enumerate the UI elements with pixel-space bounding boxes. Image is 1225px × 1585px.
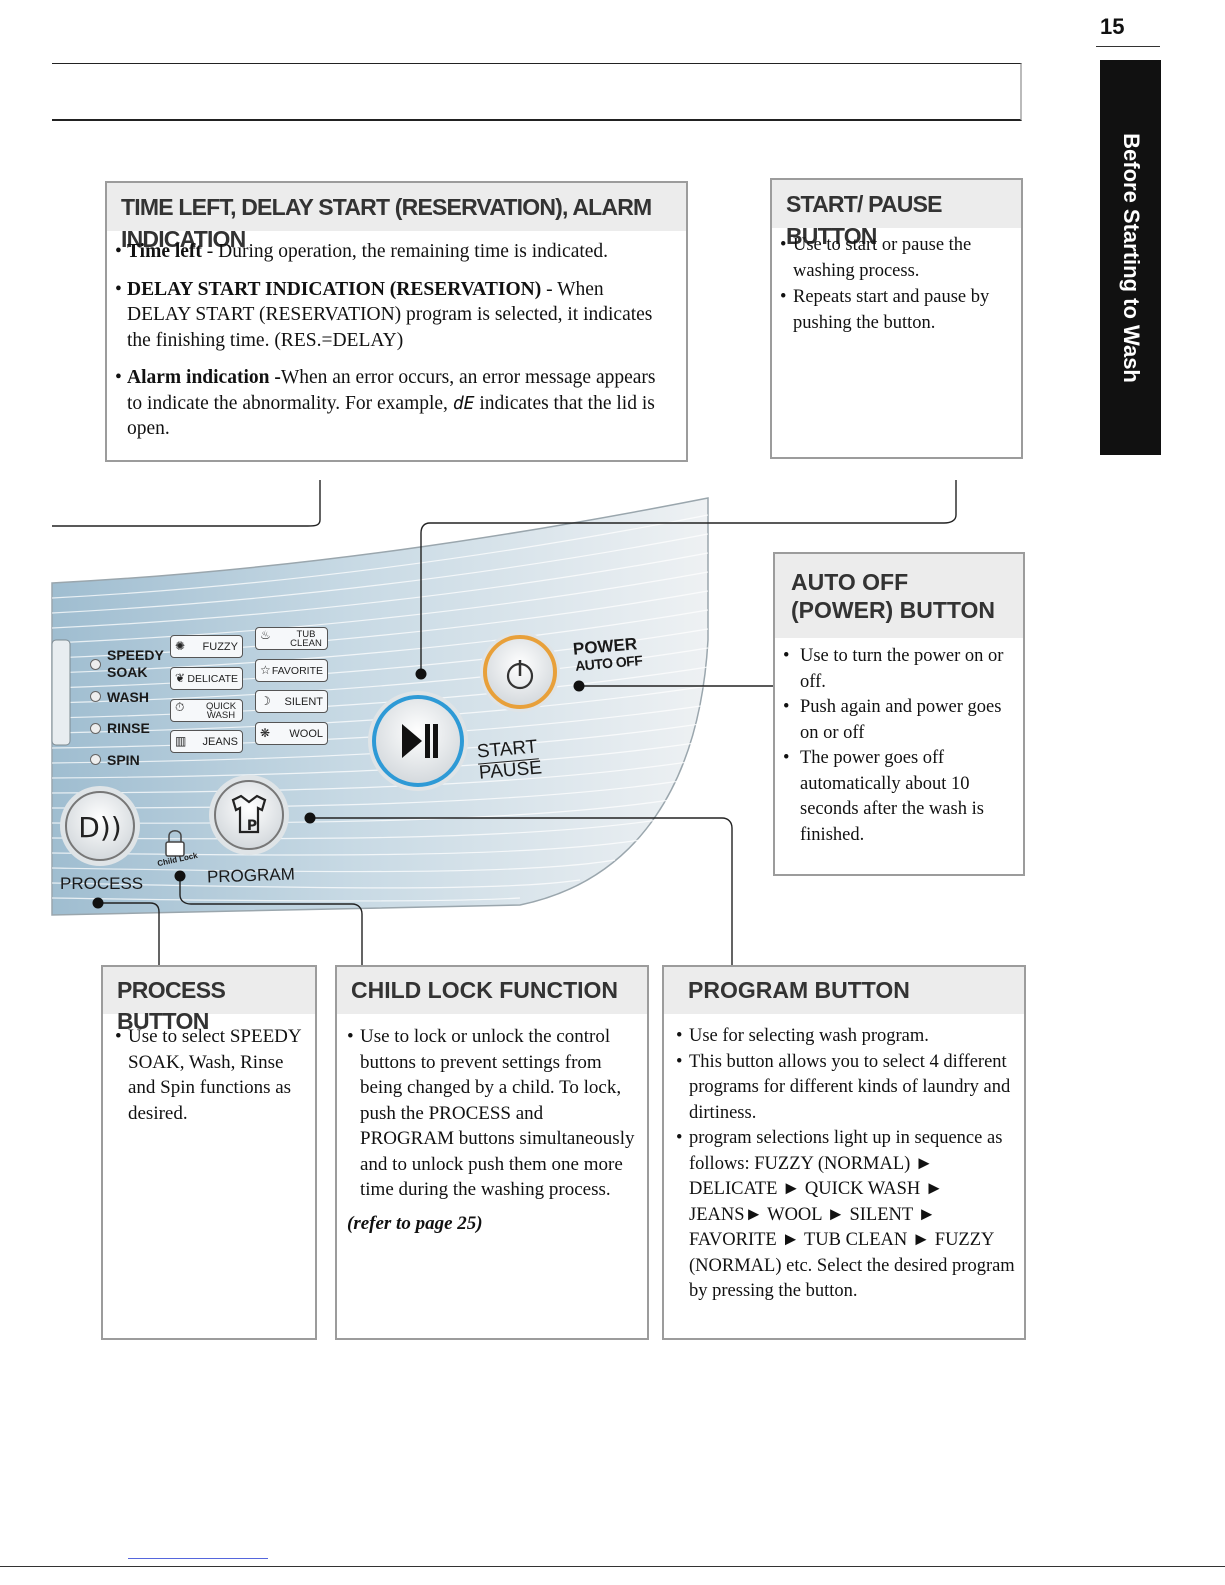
- quick-wash-icon: ⏱: [175, 700, 185, 714]
- control-panel-illustration: D)) P: [51, 480, 957, 965]
- start-pause-item: Repeats start and pause by pushing the b…: [780, 284, 1013, 336]
- auto-off-heading: AUTO OFF (POWER) BUTTON: [775, 554, 1023, 638]
- page-number-rule: [1096, 46, 1160, 47]
- spin-label: SPIN: [107, 752, 140, 768]
- page-number: 15: [1100, 14, 1125, 39]
- process-button-heading: PROCESS BUTTON: [103, 967, 315, 1034]
- program-label: PROGRAM: [206, 864, 296, 887]
- process-label: PROCESS: [60, 874, 144, 893]
- child-lock-reference: (refer to page 25): [347, 1212, 483, 1234]
- wash-led: [90, 691, 101, 702]
- process-button-callout: PROCESS BUTTON Use to select SPEEDY SOAK…: [101, 965, 317, 1340]
- program-button-item: program selections light up in sequence …: [676, 1126, 1020, 1305]
- program-button-heading: PROGRAM BUTTON: [664, 967, 1024, 1014]
- program-button-item: This button allows you to select 4 diffe…: [676, 1050, 1020, 1127]
- program-silent: ☽SILENT: [255, 690, 328, 713]
- svg-text:P: P: [247, 818, 257, 834]
- start-pause-heading: START/ PAUSE BUTTON: [772, 180, 1021, 249]
- wool-icon: ❋: [260, 726, 271, 740]
- auto-off-item: The power goes off automatically about 1…: [783, 746, 1015, 848]
- footer-link-underline: [128, 1558, 268, 1559]
- start-pause-callout: START/ PAUSE BUTTON Use to start or paus…: [770, 178, 1023, 459]
- error-code: dE: [452, 392, 475, 414]
- program-favorite: ☆FAVORITE: [255, 659, 328, 682]
- child-lock-heading: CHILD LOCK FUNCTION: [337, 967, 647, 1014]
- program-button-item: Use for selecting wash program.: [676, 1024, 1020, 1050]
- program-tub-clean: ♨TUB CLEAN: [255, 627, 328, 650]
- moon-icon: ☽: [260, 694, 271, 708]
- program-fuzzy: ✺FUZZY: [170, 635, 243, 658]
- wash-label: WASH: [107, 689, 149, 705]
- auto-off-callout: AUTO OFF (POWER) BUTTON Use to turn the …: [773, 552, 1025, 876]
- process-button-item: Use to select SPEEDY SOAK, Wash, Rinse a…: [115, 1024, 307, 1126]
- speedy-soak-label: SPEEDY SOAK: [107, 647, 164, 680]
- footer-rule: [0, 1566, 1225, 1567]
- rinse-led: [90, 723, 101, 734]
- auto-off-item: Push again and power goes on or off: [783, 695, 1015, 746]
- program-button-callout: PROGRAM BUTTON Use for selecting wash pr…: [662, 965, 1026, 1340]
- time-left-callout: TIME LEFT, DELAY START (RESERVATION), AL…: [105, 181, 688, 462]
- title-frame: [52, 63, 1022, 121]
- child-lock-callout: CHILD LOCK FUNCTION Use to lock or unloc…: [335, 965, 649, 1340]
- spin-led: [90, 754, 101, 765]
- section-tab-label: Before Starting to Wash: [1118, 132, 1144, 383]
- delay-start-item: DELAY START INDICATION (RESERVATION) - W…: [115, 277, 672, 354]
- delicate-icon: ❦: [175, 671, 186, 685]
- jeans-icon: ▥: [175, 734, 187, 748]
- time-left-item: Time left - During operation, the remain…: [115, 239, 672, 265]
- star-icon: ☆: [260, 663, 271, 677]
- auto-off-item: Use to turn the power on or off.: [783, 644, 1015, 695]
- program-wool: ❋WOOL: [255, 722, 328, 745]
- rinse-label: RINSE: [107, 720, 150, 736]
- child-lock-item: Use to lock or unlock the control button…: [347, 1024, 639, 1203]
- alarm-item: Alarm indication -When an error occurs, …: [115, 365, 672, 442]
- tub-clean-icon: ♨: [260, 628, 271, 642]
- program-quick-wash: ⏱QUICK WASH: [170, 699, 243, 722]
- section-tab: Before Starting to Wash: [1100, 60, 1161, 455]
- speedy-soak-led: [90, 659, 101, 670]
- start-pause-item: Use to start or pause the washing proces…: [780, 232, 1013, 284]
- program-delicate: ❦DELICATE: [170, 667, 243, 690]
- program-jeans: ▥JEANS: [170, 730, 243, 753]
- time-left-heading: TIME LEFT, DELAY START (RESERVATION), AL…: [107, 183, 686, 252]
- svg-text:D)): D)): [78, 811, 121, 844]
- fuzzy-icon: ✺: [175, 639, 186, 653]
